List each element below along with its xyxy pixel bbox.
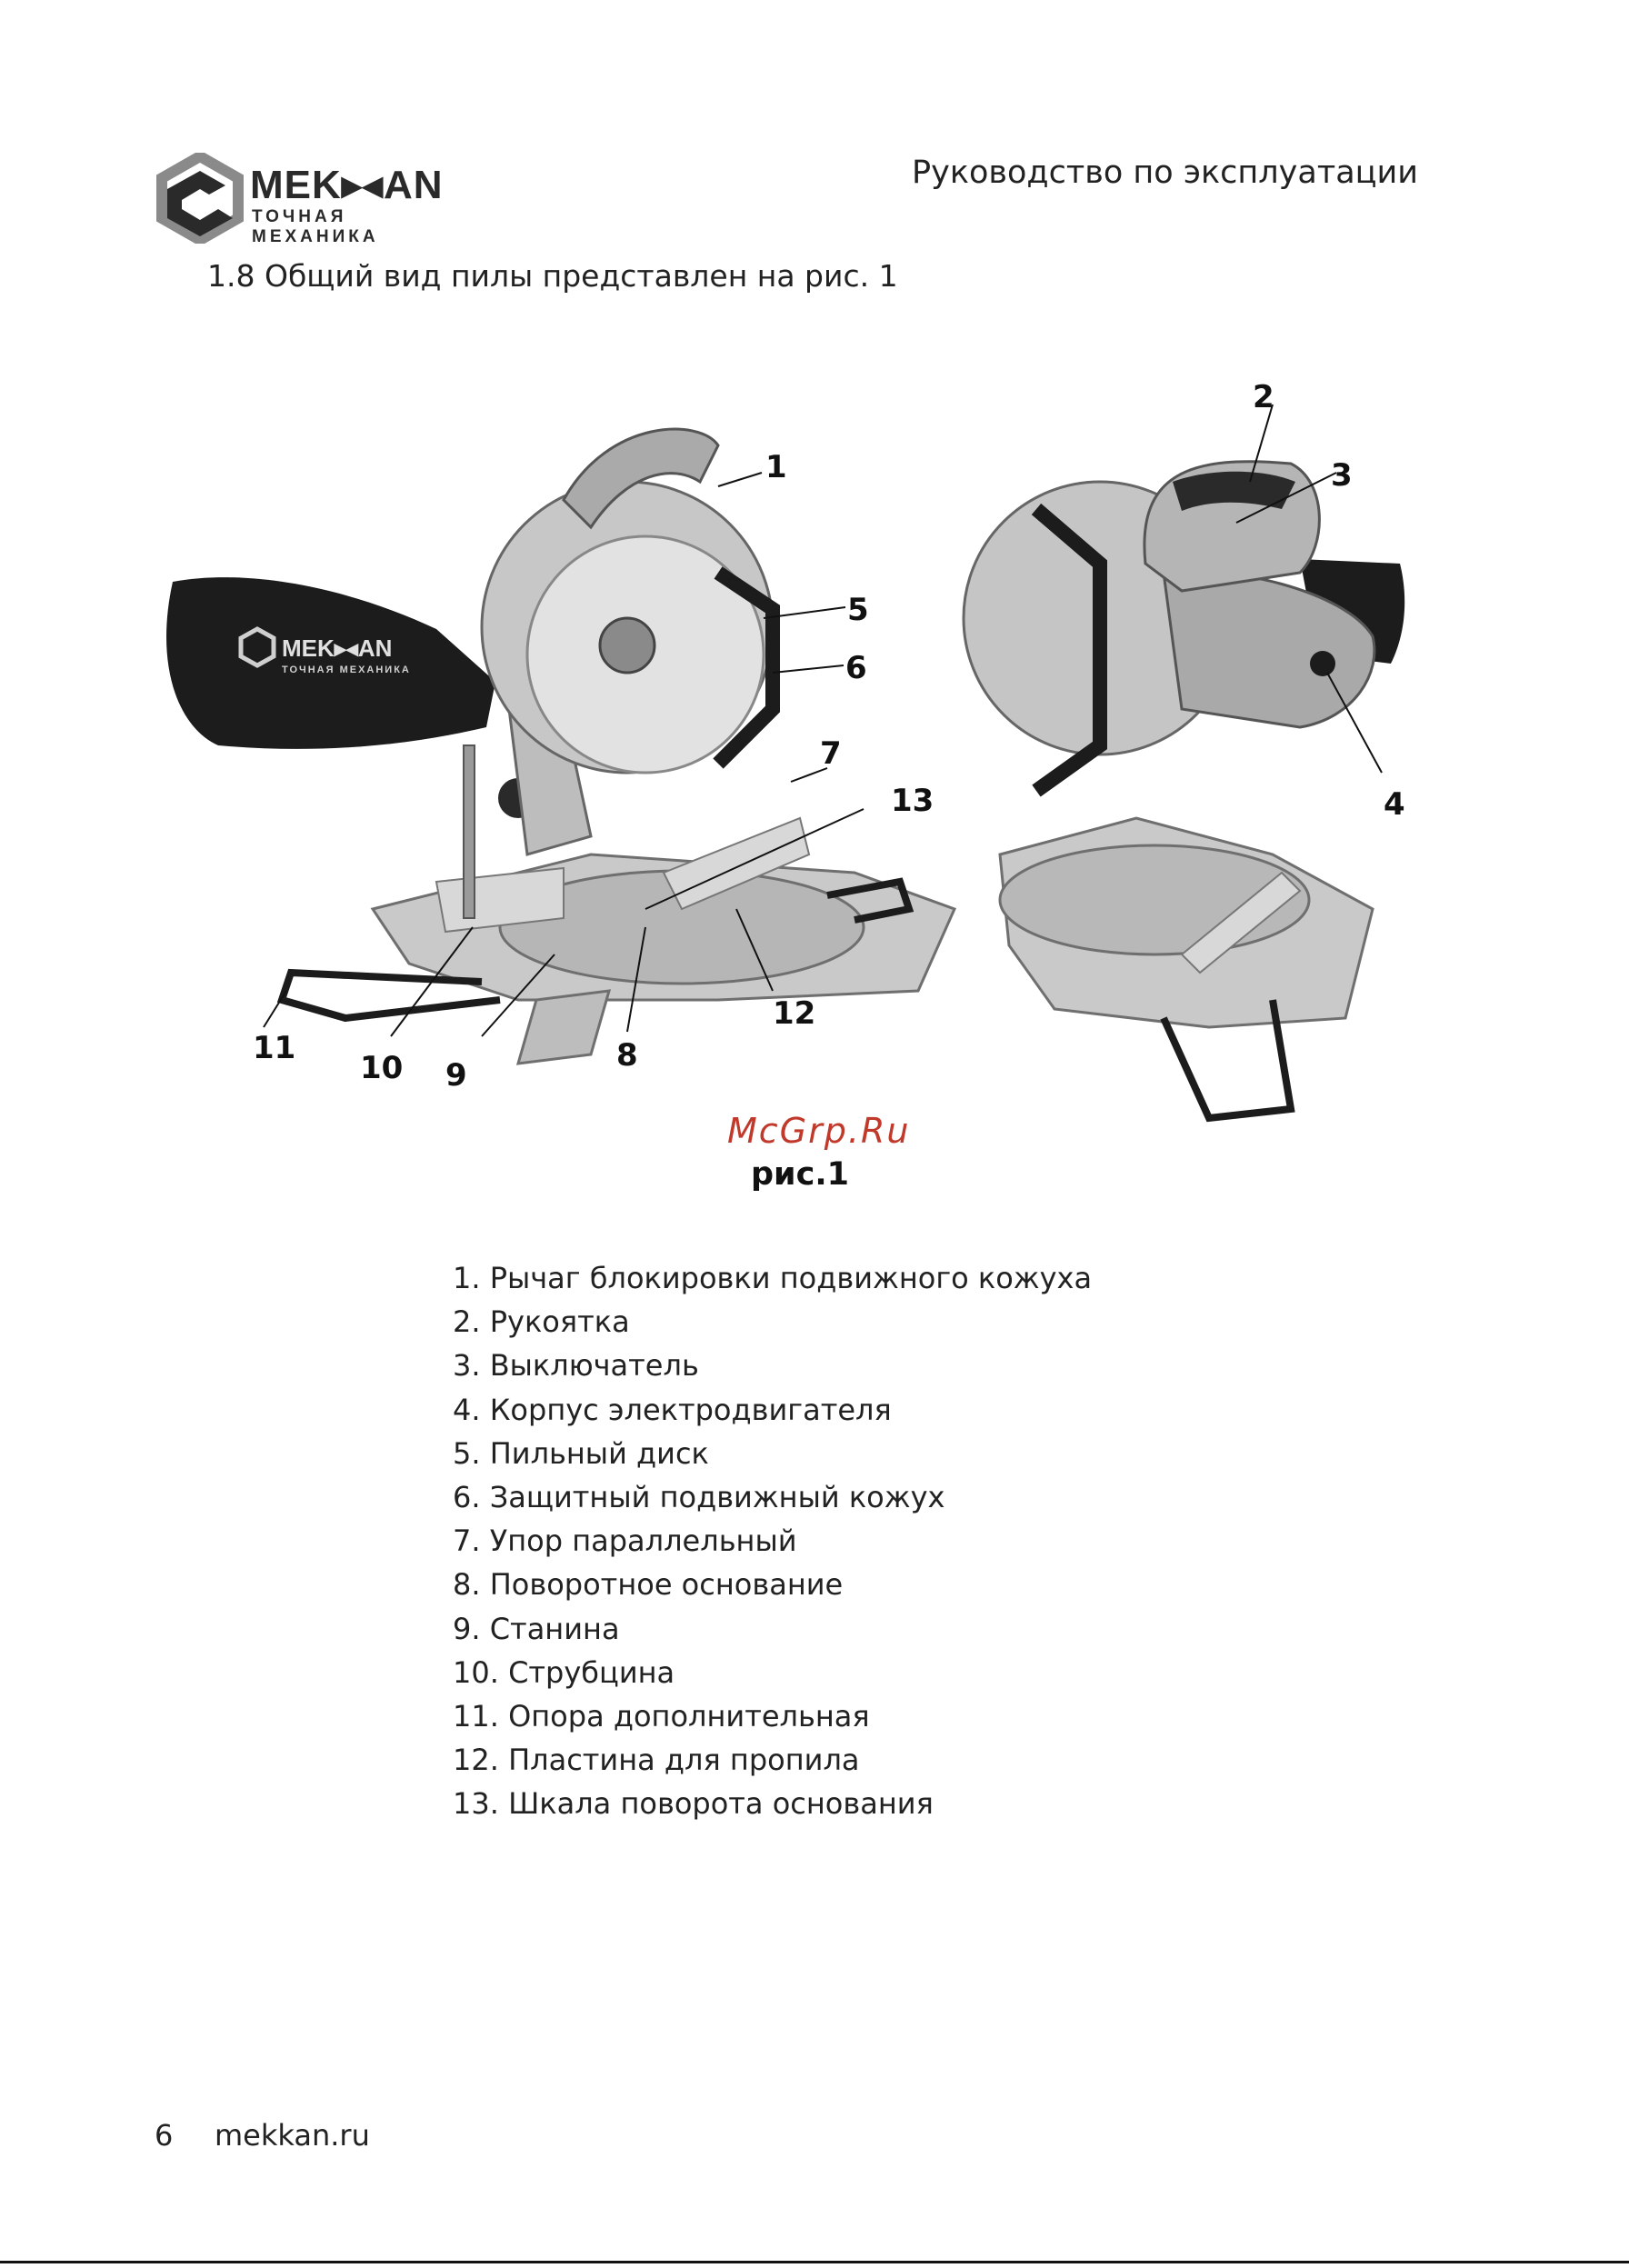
callout-4: 4 bbox=[1384, 786, 1405, 823]
list-item: 9. Станина bbox=[453, 1611, 620, 1646]
callout-8: 8 bbox=[616, 1037, 638, 1074]
footer-site-link[interactable]: mekkan.ru bbox=[215, 2118, 370, 2153]
list-item: 11. Опора дополнительная bbox=[453, 1699, 870, 1734]
fence-rear bbox=[1180, 871, 1302, 974]
extension-support-left bbox=[276, 968, 501, 1023]
callout-11: 11 bbox=[253, 1030, 295, 1066]
list-item: 12. Пластина для пропила bbox=[453, 1743, 860, 1778]
saw-handle bbox=[562, 427, 720, 530]
bag-logo: MEK▸◂AN ТОЧНАЯ МЕХАНИКА bbox=[238, 626, 411, 675]
callout-6: 6 bbox=[845, 650, 867, 686]
callout-13: 13 bbox=[891, 783, 934, 819]
lower-guard bbox=[713, 566, 780, 769]
callout-10: 10 bbox=[360, 1050, 403, 1086]
list-item: 4. Корпус электродвигателя bbox=[453, 1392, 892, 1427]
logo-wordmark: MEK▸◂AN bbox=[250, 163, 444, 207]
bag-logo-wordmark: MEK▸◂AN bbox=[282, 634, 392, 662]
saw-rear-view: 2 3 4 bbox=[962, 379, 1405, 1123]
extension-support-right bbox=[826, 877, 914, 924]
blade-arbor bbox=[598, 616, 656, 674]
callout-2: 2 bbox=[1253, 379, 1274, 415]
saw-front-view: MEK▸◂AN ТОЧНАЯ МЕХАНИКА bbox=[166, 427, 957, 1094]
hexagon-logo-icon bbox=[156, 150, 244, 246]
base-leg bbox=[515, 989, 612, 1065]
watermark: McGrp.Ru bbox=[727, 1111, 911, 1151]
list-item: 8. Поворотное основание bbox=[453, 1567, 844, 1603]
miter-saw-figure: MEK▸◂AN ТОЧНАЯ МЕХАНИКА bbox=[166, 379, 1405, 1123]
list-item: 13. Шкала поворота основания bbox=[453, 1786, 934, 1822]
page-number: 6 bbox=[155, 2118, 174, 2153]
dust-bag bbox=[166, 577, 495, 749]
list-item: 2. Рукоятка bbox=[453, 1304, 630, 1340]
callout-5: 5 bbox=[847, 592, 869, 628]
bottom-divider bbox=[0, 2261, 1629, 2263]
extension-support-rear bbox=[1160, 999, 1295, 1123]
callout-7: 7 bbox=[820, 735, 842, 772]
motor-vent bbox=[1310, 651, 1335, 676]
callout-9: 9 bbox=[445, 1057, 467, 1094]
fence bbox=[662, 816, 811, 911]
callout-3: 3 bbox=[1331, 457, 1353, 494]
list-item: 7. Упор параллельный bbox=[453, 1524, 797, 1559]
list-item: 1. Рычаг блокировки подвижного кожуха bbox=[453, 1261, 1093, 1295]
callout-12: 12 bbox=[773, 995, 815, 1032]
list-item: 10. Струбцина bbox=[453, 1654, 675, 1690]
parts-list: 1. Рычаг блокировки подвижного кожуха 2.… bbox=[453, 1256, 1092, 1826]
figure-caption: рис.1 bbox=[751, 1156, 849, 1193]
handle-grip bbox=[1173, 471, 1295, 511]
list-item: 5. Пильный диск bbox=[453, 1435, 709, 1471]
clamp-post bbox=[463, 744, 475, 919]
bag-logo-tagline: ТОЧНАЯ МЕХАНИКА bbox=[282, 664, 411, 675]
callout-1: 1 bbox=[765, 449, 787, 485]
section-intro: 1.8 Общий вид пилы представлен на рис. 1 bbox=[207, 258, 898, 294]
list-item: 3. Выключатель bbox=[453, 1348, 699, 1384]
page-header-title: Руководство по эксплуатации bbox=[912, 155, 1418, 191]
brand-logo: MEK▸◂AN ТОЧНАЯ МЕХАНИКА bbox=[155, 150, 482, 246]
logo-tagline: ТОЧНАЯ МЕХАНИКА bbox=[252, 207, 379, 246]
lower-guard-rear bbox=[1031, 503, 1107, 797]
list-item: 6. Защитный подвижный кожух bbox=[453, 1480, 945, 1515]
